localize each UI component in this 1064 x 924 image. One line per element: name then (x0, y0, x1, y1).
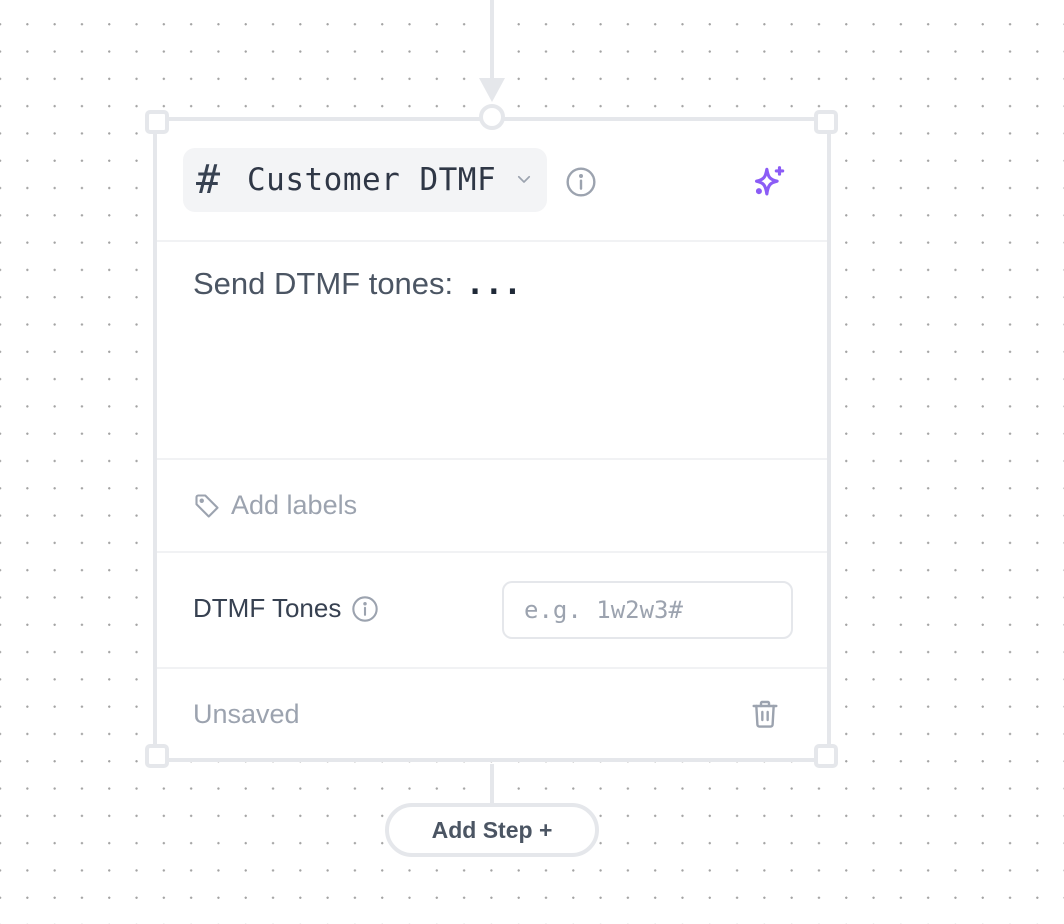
outgoing-edge (490, 764, 494, 804)
sparkle-ai-icon[interactable] (751, 163, 789, 201)
resize-handle-bottom-right[interactable] (814, 744, 838, 768)
trash-icon[interactable] (749, 697, 781, 731)
node-description: Send DTMF tones: ... (193, 266, 522, 302)
incoming-edge (490, 0, 494, 84)
flow-node-card[interactable]: # Customer DTMF Send DTMF tones: ... (153, 117, 831, 762)
input-port[interactable] (479, 104, 505, 130)
dtmf-tones-label: DTMF Tones (193, 593, 379, 624)
add-labels-button[interactable]: Add labels (193, 490, 357, 521)
field-label-text: DTMF Tones (193, 593, 342, 623)
resize-handle-top-left[interactable] (145, 110, 169, 134)
node-header: # Customer DTMF (157, 121, 827, 242)
description-placeholder: ... (465, 266, 522, 302)
edge-arrow-icon (479, 78, 505, 102)
add-labels-label: Add labels (231, 490, 358, 520)
description-text: Send DTMF tones: (193, 266, 454, 301)
save-status: Unsaved (193, 699, 300, 729)
tag-icon (195, 493, 219, 518)
node-title: Customer DTMF (247, 162, 497, 198)
add-step-button[interactable]: Add Step + (385, 803, 599, 857)
info-icon[interactable] (565, 166, 597, 198)
dtmf-tones-input[interactable] (502, 581, 793, 639)
labels-section: Add labels (157, 460, 827, 553)
resize-handle-top-right[interactable] (814, 110, 838, 134)
node-footer: Unsaved (157, 669, 827, 758)
hash-icon: # (195, 157, 221, 203)
node-body[interactable]: Send DTMF tones: ... (157, 242, 827, 460)
resize-handle-bottom-left[interactable] (145, 744, 169, 768)
dtmf-tones-field: DTMF Tones (157, 553, 827, 669)
node-type-select[interactable]: # Customer DTMF (183, 148, 547, 212)
chevron-down-icon (517, 175, 531, 183)
info-icon[interactable] (351, 595, 379, 623)
